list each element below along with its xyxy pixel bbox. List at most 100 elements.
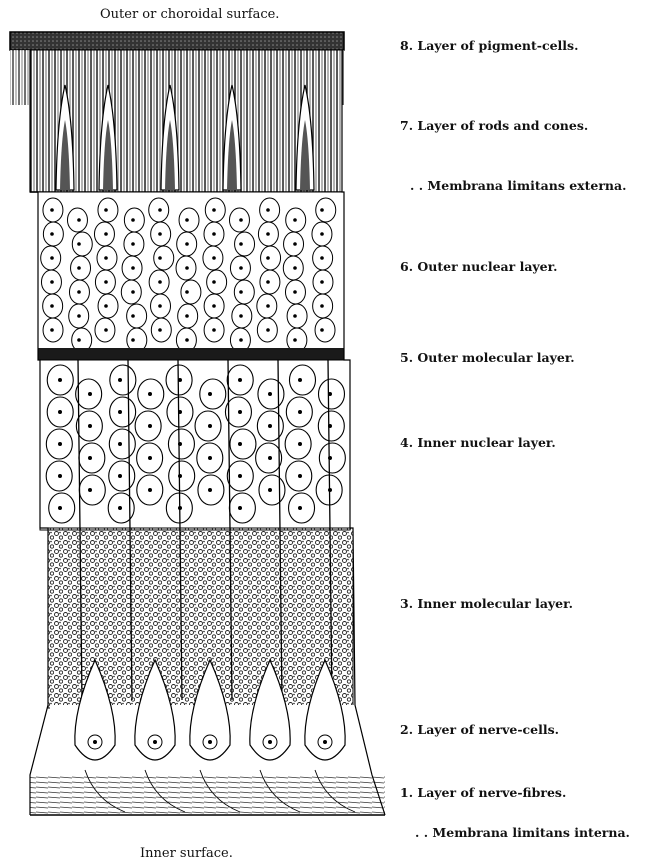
nucleolus [77,242,81,246]
nucleolus [268,424,272,428]
outer-nucleus [98,198,118,222]
outer-nucleus [181,280,201,304]
nucleolus [148,456,152,460]
nucleolus [88,392,92,396]
outer-nucleus [154,246,174,270]
nucleolus [239,266,243,270]
nucleolus [131,338,135,342]
nucleolus [158,280,162,284]
nucleolus [77,218,81,222]
nucleolus [77,338,81,342]
nucleolus [212,232,216,236]
outer-nuclear-layer [38,192,344,352]
outer-nucleus [260,270,280,294]
outer-nucleus [287,304,307,328]
inner-nucleus [229,493,255,523]
nucleolus [118,378,122,382]
nucleolus [58,506,62,510]
nucleolus [131,242,135,246]
nucleolus [266,232,270,236]
inner-nucleus [200,379,226,409]
nucleolus [104,328,108,332]
nucleolus [148,488,152,492]
nucleolus [238,442,242,446]
label-rods-cones-layer: 7. Layer of rods and cones. [400,118,588,134]
nucleolus [298,442,302,446]
nucleolus [77,314,81,318]
nucleolus [320,232,324,236]
nucleolus [208,488,212,492]
nucleolus [238,506,242,510]
outer-nucleus [316,198,336,222]
nucleolus [239,218,243,222]
nucleolus [239,314,243,318]
nucleolus [131,266,135,270]
nucleolus [185,290,189,294]
label-membrana-limitans-externa: . . Membrana limitans externa. [410,178,626,194]
outer-nucleus [127,304,147,328]
inner-nucleus [110,365,136,395]
nucleolus [268,456,272,460]
nucleolus [185,242,189,246]
nucleolus [158,232,162,236]
inner-nucleus [79,475,105,505]
nucleolus [293,266,297,270]
nucleolus [293,218,297,222]
nucleolus [93,740,97,744]
nucleolus [131,290,135,294]
outer-nucleus [207,270,227,294]
nucleolus [212,256,216,260]
nucleolus [58,410,62,414]
inner-nucleus [109,429,135,459]
nucleolus [266,208,270,212]
nucleolus [50,232,54,236]
nucleolus [320,328,324,332]
nucleolus [148,424,152,428]
label-outer-nuclear-layer: 6. Outer nuclear layer. [400,259,557,275]
nucleolus [268,740,272,744]
nucleolus [208,392,212,396]
nucleolus [212,328,216,332]
nucleolus [104,280,108,284]
nucleolus [266,280,270,284]
nucleolus [88,488,92,492]
nucleolus [131,218,135,222]
label-inner-molecular-layer: 3. Inner molecular layer. [400,596,573,612]
label-inner-nuclear-layer: 4. Inner nuclear layer. [400,435,556,451]
nucleolus [58,474,62,478]
nucleolus [88,456,92,460]
nucleolus [323,740,327,744]
nucleolus [298,506,302,510]
nucleolus [77,266,81,270]
label-outer-molecular-layer: 5. Outer molecular layer. [400,350,575,366]
nucleolus [104,208,108,212]
nucleolus [320,256,324,260]
outer-nucleus [235,232,255,256]
nucleolus [58,378,62,382]
nucleolus [185,338,189,342]
nucleolus [298,474,302,478]
nucleolus [212,304,216,308]
nucleolus [148,392,152,396]
nucleolus [268,488,272,492]
nucleolus [293,290,297,294]
nucleolus [104,304,108,308]
nucleolus [158,208,162,212]
outer-nucleus [98,294,118,318]
nucleolus [293,314,297,318]
nucleolus [293,338,297,342]
nucleolus [50,256,54,260]
nucleolus [131,314,135,318]
nucleolus [238,378,242,382]
nucleolus [185,218,189,222]
outer-nucleus [179,208,199,232]
inner-nucleus [319,443,345,473]
label-nerve-fibre-layer: 1. Layer of nerve-fibres. [400,785,566,801]
bottom-caption: Inner surface. [140,846,233,861]
nucleolus [118,474,122,478]
nucleolus [118,410,122,414]
nucleolus [77,290,81,294]
nucleolus [293,242,297,246]
nucleolus [208,456,212,460]
nucleolus [266,256,270,260]
